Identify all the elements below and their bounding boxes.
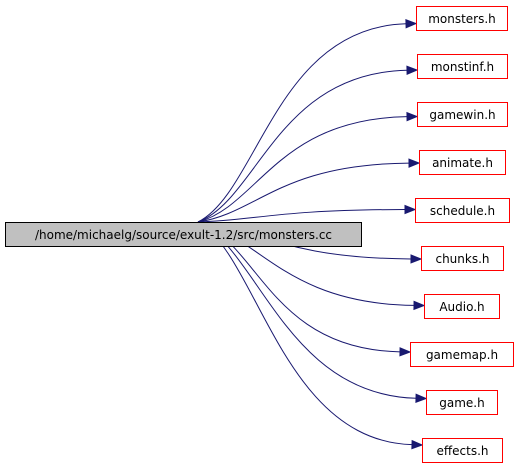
include-node-monsters-h[interactable]: monsters.h — [416, 6, 508, 31]
include-node-gamewin-h[interactable]: gamewin.h — [417, 102, 508, 127]
include-edge-arrowhead — [415, 393, 428, 403]
include-edge — [197, 69, 408, 223]
include-edge — [197, 209, 406, 223]
include-edge-arrowhead — [413, 300, 426, 311]
include-edge-arrowhead — [404, 204, 417, 215]
include-edge-arrowhead — [408, 158, 421, 168]
include-edge-arrowhead — [410, 254, 423, 264]
include-edge — [197, 162, 410, 223]
include-edge-arrowhead — [411, 439, 424, 450]
include-edge — [197, 221, 413, 446]
include-node-animate-h[interactable]: animate.h — [419, 150, 506, 175]
include-edge — [197, 116, 408, 223]
root-file-node: /home/michaelg/source/exult-1.2/src/mons… — [5, 222, 362, 247]
include-node-gamemap-h[interactable]: gamemap.h — [410, 342, 514, 367]
include-node-game-h[interactable]: game.h — [426, 390, 498, 415]
include-node-monstinf-h[interactable]: monstinf.h — [417, 54, 508, 79]
include-edge — [197, 23, 407, 223]
include-edge — [197, 221, 417, 399]
include-node-audio-h[interactable]: Audio.h — [424, 294, 500, 319]
include-node-schedule-h[interactable]: schedule.h — [415, 198, 510, 223]
include-node-effects-h[interactable]: effects.h — [422, 438, 503, 463]
include-edge-arrowhead — [406, 111, 419, 122]
include-edge-arrowhead — [405, 19, 418, 29]
include-edge-arrowhead — [399, 347, 412, 357]
include-node-chunks-h[interactable]: chunks.h — [421, 246, 504, 271]
include-edge-arrowhead — [406, 65, 419, 75]
